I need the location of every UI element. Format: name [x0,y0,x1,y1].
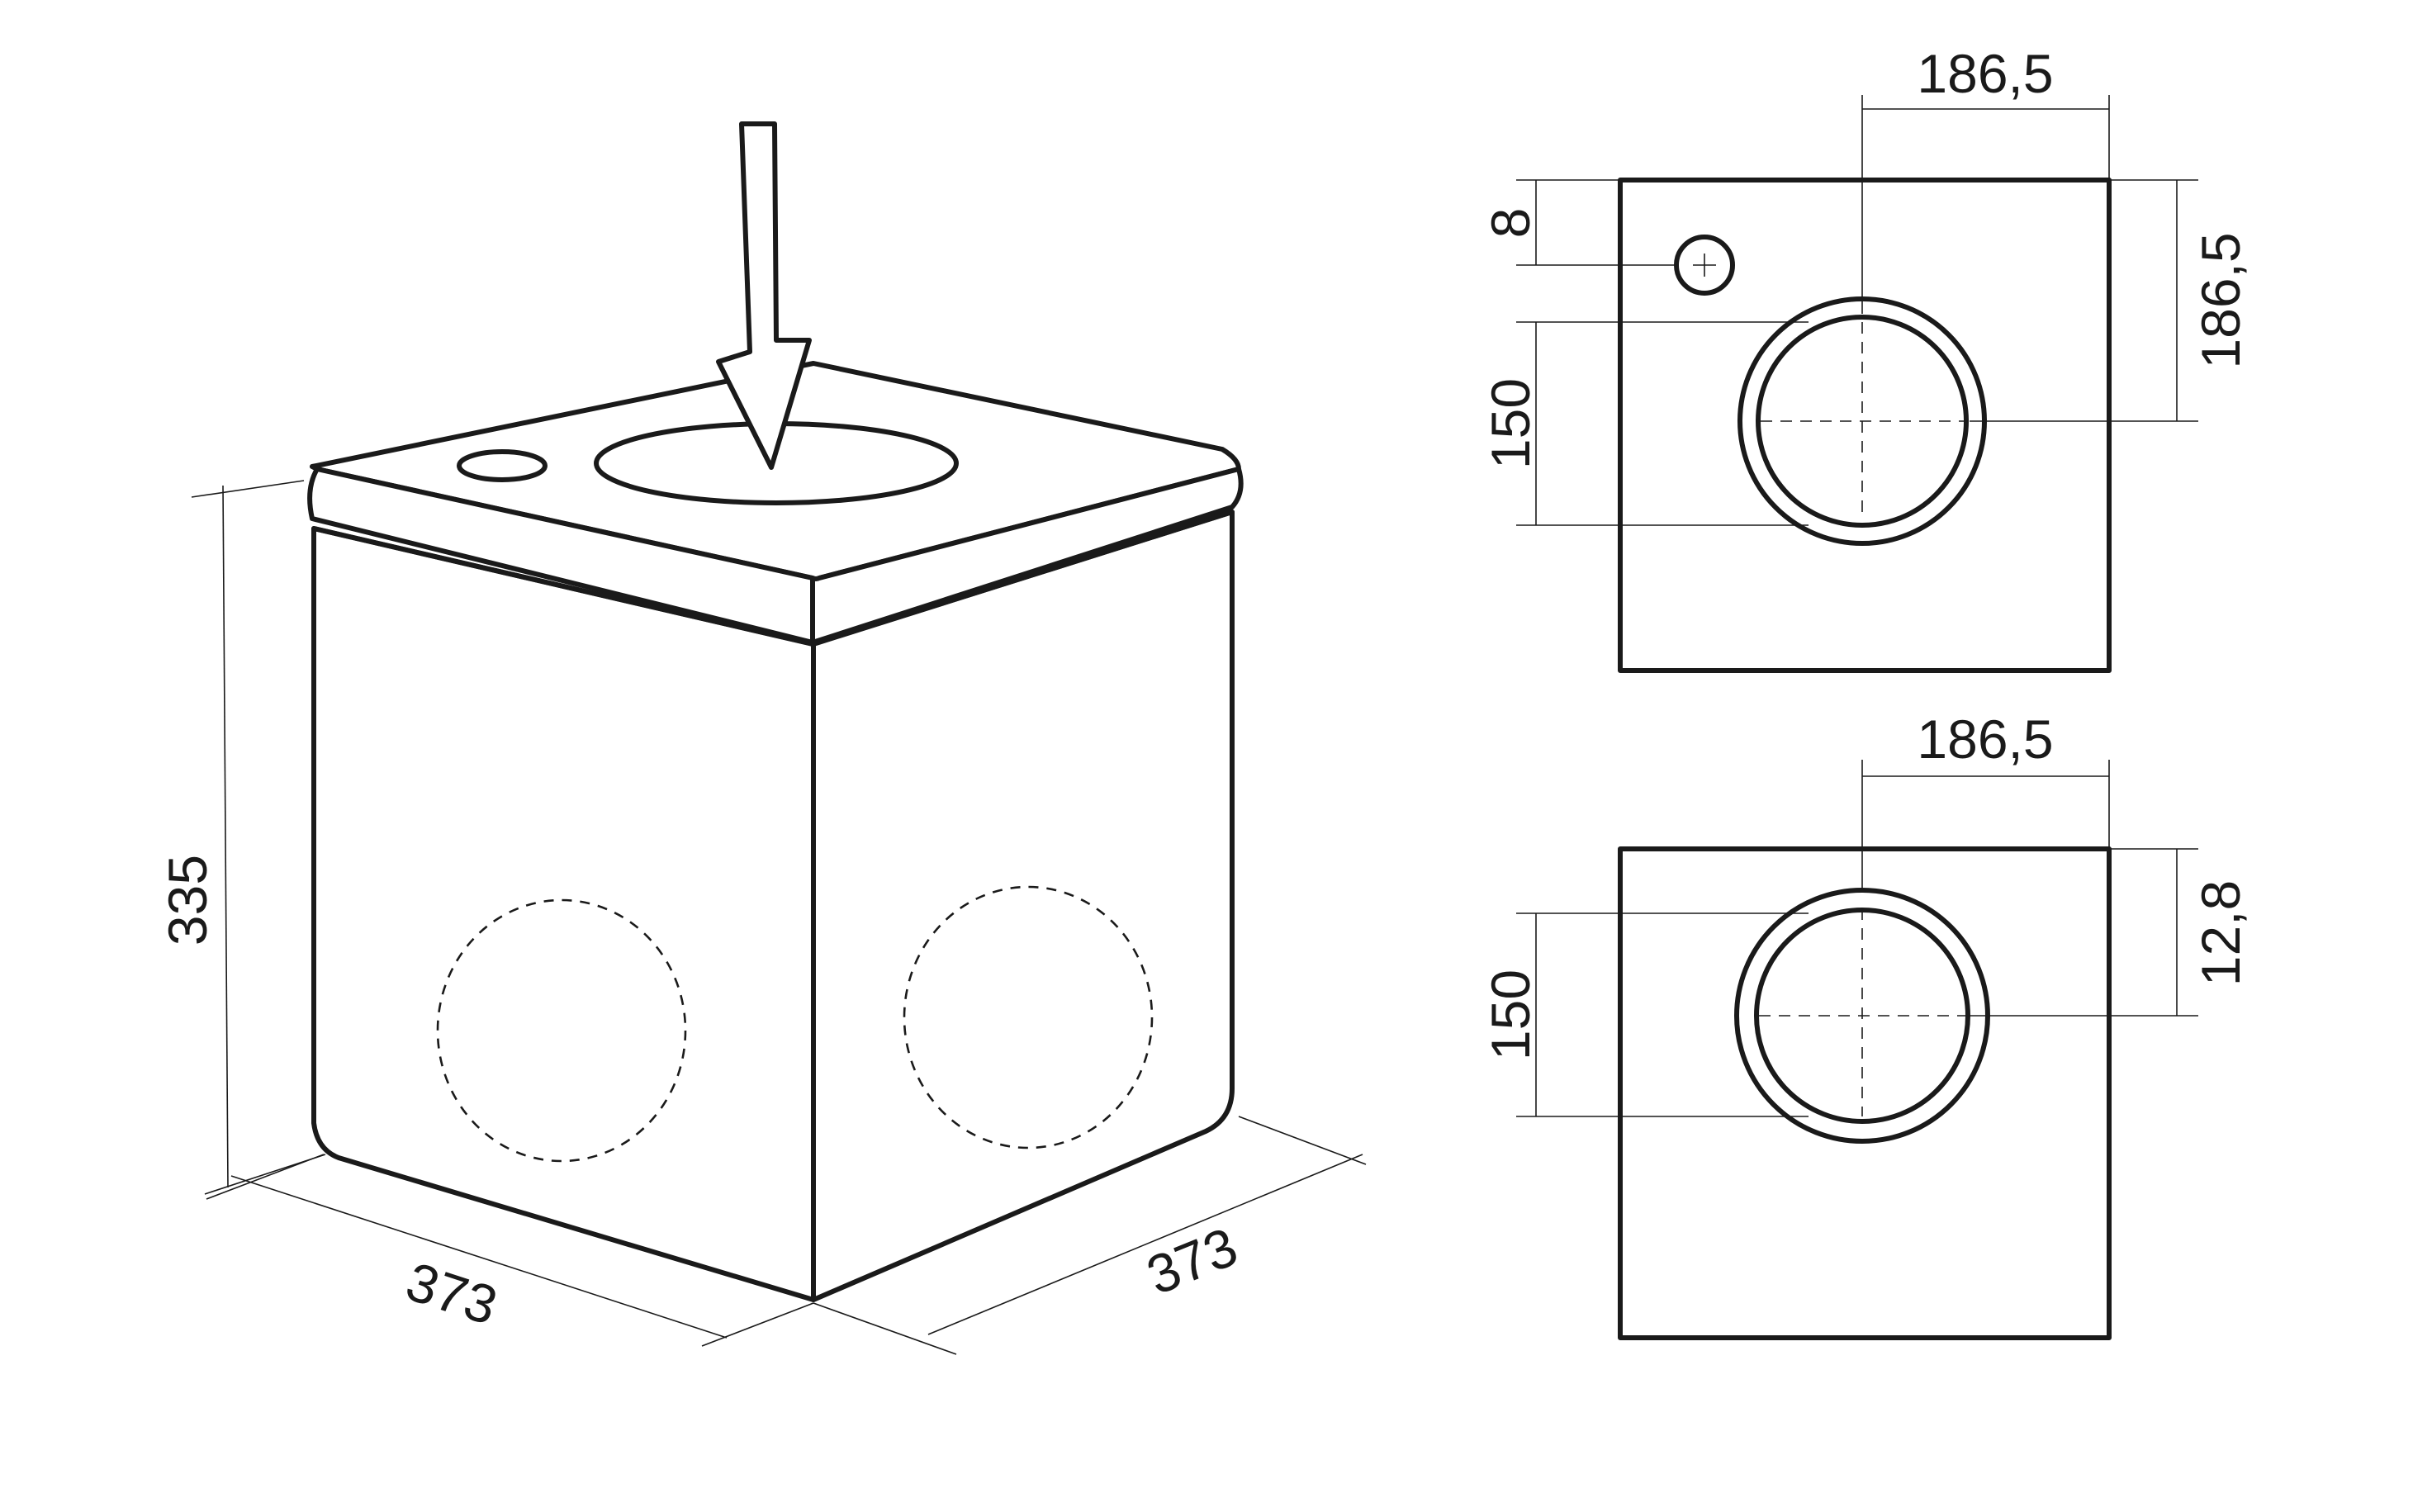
top-view: 186,5 186,5 8 150 [1480,43,2251,673]
box-right-face [811,510,1235,1302]
top-view-small-hole-offset-label: 8 [1480,208,1541,239]
side-view-width-offset-label: 186,5 [1917,709,2053,770]
top-view-outline [1618,178,2112,673]
box-left-face [311,526,816,1302]
left-side-knockout [436,898,687,1163]
top-view-width-offset-label: 186,5 [1917,43,2053,104]
right-side-knockout [903,885,1154,1149]
top-view-main-hole-inner [1756,315,1969,528]
right-width-dimension-label: 373 [1138,1216,1245,1306]
side-view-height-offset-label: 12,8 [2190,880,2251,986]
height-dimension-label: 335 [157,855,218,946]
lid-small-opening [457,449,548,482]
side-view: 186,5 12,8 150 [1480,709,2251,1340]
side-view-hole-diameter-label: 150 [1480,969,1541,1060]
lid-rim [307,467,1244,645]
left-width-dimension-label: 373 [399,1250,505,1336]
isometric-box [307,121,1244,1302]
top-view-main-hole-diameter-label: 150 [1480,378,1541,469]
top-view-height-offset-label: 186,5 [2190,232,2251,368]
insertion-arrow [716,121,812,470]
side-view-outline [1618,846,2112,1340]
